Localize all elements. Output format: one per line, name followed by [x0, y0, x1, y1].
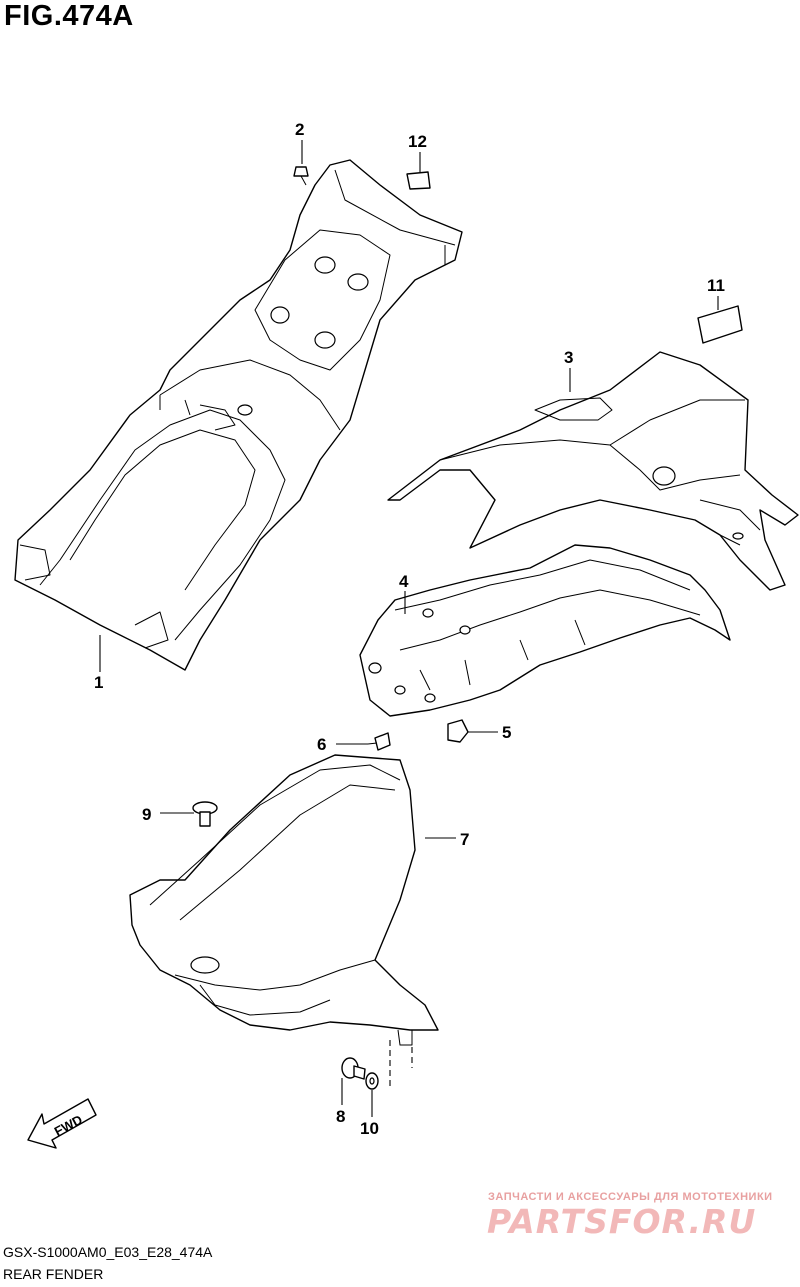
part-8-bolt[interactable] — [341, 1057, 366, 1080]
watermark-tagline: ЗАПЧАСТИ И АКСЕССУАРЫ ДЛЯ МОТОТЕХНИКИ — [488, 1191, 773, 1203]
part-12-label[interactable] — [406, 171, 431, 190]
callout-12: 12 — [408, 132, 427, 151]
figure-name: REAR FENDER — [3, 1266, 104, 1282]
figure-title: FIG.474A — [4, 0, 134, 32]
part-3-fender-cover[interactable] — [387, 351, 799, 591]
fwd-arrow-icon: FWD — [27, 1098, 97, 1149]
part-5-nut[interactable] — [447, 719, 469, 743]
figure-code: GSX-S1000AM0_E03_E28_474A — [3, 1244, 213, 1260]
callout-5: 5 — [502, 723, 511, 742]
part-4-bracket[interactable] — [359, 544, 731, 717]
callout-9: 9 — [142, 805, 151, 824]
callout-8: 8 — [336, 1107, 345, 1126]
fwd-label: FWD — [52, 1112, 85, 1139]
part-6-screw[interactable] — [367, 732, 391, 751]
part-11-label[interactable] — [697, 305, 743, 344]
callout-6: 6 — [317, 735, 326, 754]
watermark-logo: PARTSFOR.RU — [487, 1202, 757, 1241]
part-1-rear-fender-inner[interactable] — [14, 159, 463, 671]
callout-7: 7 — [460, 830, 469, 849]
part-2-screw[interactable] — [293, 166, 309, 186]
part-9-bolt[interactable] — [192, 801, 218, 827]
callout-2: 2 — [295, 120, 304, 139]
callout-10: 10 — [360, 1119, 379, 1138]
callout-3: 3 — [564, 348, 573, 367]
callout-11: 11 — [707, 276, 725, 295]
callout-4: 4 — [399, 572, 409, 591]
part-10-washer[interactable] — [365, 1072, 379, 1090]
part-7-rear-hugger[interactable] — [129, 754, 439, 1046]
callout-1: 1 — [94, 673, 103, 692]
